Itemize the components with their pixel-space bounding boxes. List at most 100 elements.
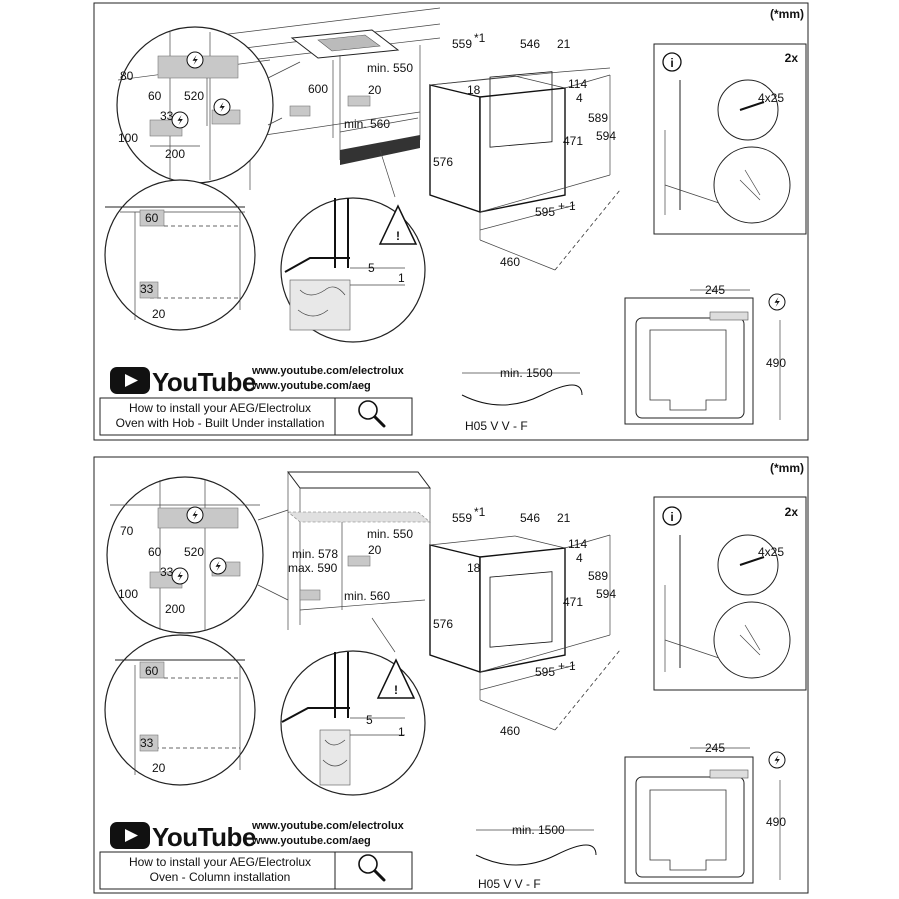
dim-200: 200 <box>165 147 185 161</box>
dim-min578: min. 578 <box>292 547 338 561</box>
info-fixing-box: i 2x 4x25 <box>653 496 807 691</box>
oven-side-view: 245 490 <box>624 283 786 425</box>
detail-circle-cabinet: 80 60 520 33 100 200 <box>116 26 301 184</box>
dim-520: 520 <box>184 545 204 559</box>
dim-w21: 21 <box>557 37 571 51</box>
dim-min550: min. 550 <box>367 61 413 75</box>
detail-dim-33: 33 <box>140 282 154 296</box>
svg-text:*1: *1 <box>474 31 486 45</box>
screw-label: 4x25 <box>758 91 784 105</box>
dim-490: 490 <box>766 356 786 370</box>
dim-w546: 546 <box>520 37 540 51</box>
dim-490: 490 <box>766 815 786 829</box>
detail-dim-60: 60 <box>145 211 159 225</box>
dim-33: 33 <box>160 565 174 579</box>
howto-box <box>99 397 413 436</box>
dim-w21: 21 <box>557 511 571 525</box>
dim-h576: 576 <box>433 155 453 169</box>
dim-h589: 589 <box>588 111 608 125</box>
dim-245: 245 <box>705 283 725 297</box>
howto-line1: How to install your AEG/Electrolux <box>129 401 311 415</box>
dim-w559: 559 <box>452 511 472 525</box>
dim-min560: min. 560 <box>344 117 390 131</box>
dim-80: 80 <box>120 69 134 83</box>
dim-5: 5 <box>366 713 373 727</box>
cable-min-length: min. 1500 <box>500 366 553 380</box>
dim-520: 520 <box>184 89 204 103</box>
column-cabinet-sketch: min. 550 min. 578 max. 590 20 min. 560 <box>287 471 431 630</box>
oven-dimensions: 559 *1 546 21 114 18 4 589 594 471 576 5… <box>429 505 621 738</box>
detail-circle-cabinet: 70 60 520 33 100 200 <box>106 476 289 634</box>
dim-w546: 546 <box>520 511 540 525</box>
dim-h594: 594 <box>596 129 616 143</box>
youtube-logo-icon[interactable] <box>110 822 150 849</box>
panel-column: (*mm) min. 550 min. 578 max. 590 20 min.… <box>93 456 809 894</box>
svg-text:*1: *1 <box>474 505 486 519</box>
dim-20: 20 <box>368 543 382 557</box>
dim-d460: 460 <box>500 255 520 269</box>
youtube-url-aeg[interactable]: www.youtube.com/aeg <box>251 835 371 847</box>
dim-w559: 559 <box>452 37 472 51</box>
dim-5: 5 <box>368 261 375 275</box>
cable-type: H05 V V - F <box>478 877 541 891</box>
qty-label: 2x <box>785 505 799 519</box>
howto-box <box>99 851 413 890</box>
dim-h589: 589 <box>588 569 608 583</box>
youtube-wordmark: YouTube <box>152 367 256 397</box>
detail-dim-20: 20 <box>152 307 166 321</box>
youtube-url-aeg[interactable]: www.youtube.com/aeg <box>251 380 371 392</box>
dim-min550: min. 550 <box>367 527 413 541</box>
unit-note: (*mm) <box>770 461 804 475</box>
dim-d460: 460 <box>500 724 520 738</box>
dim-h4: 4 <box>576 551 583 565</box>
dim-1: 1 <box>398 725 405 739</box>
dim-33: 33 <box>160 109 174 123</box>
cable-spec: min. 1500 H05 V V - F <box>461 366 583 433</box>
dim-min560: min. 560 <box>344 589 390 603</box>
dim-max590: max. 590 <box>288 561 338 575</box>
svg-text:i: i <box>670 510 673 524</box>
detail-circle-edge: ! 5 1 <box>280 149 426 343</box>
dim-w595: 595 <box>535 205 555 219</box>
dim-h576: 576 <box>433 617 453 631</box>
howto-line2: Oven with Hob - Built Under installation <box>116 416 325 430</box>
qty-label: 2x <box>785 51 799 65</box>
youtube-wordmark: YouTube <box>152 822 256 852</box>
dim-100: 100 <box>118 587 138 601</box>
dim-h18: 18 <box>467 561 481 575</box>
dim-60: 60 <box>148 545 162 559</box>
warning-icon <box>378 204 418 245</box>
detail-circle-side: 60 33 20 <box>104 179 256 331</box>
dim-h471: 471 <box>563 595 583 609</box>
youtube-block[interactable]: YouTube www.youtube.com/electrolux www.y… <box>99 365 413 436</box>
youtube-url-electrolux[interactable]: www.youtube.com/electrolux <box>251 365 405 377</box>
svg-text:+-1: +-1 <box>558 659 576 673</box>
youtube-url-electrolux[interactable]: www.youtube.com/electrolux <box>251 820 405 832</box>
info-fixing-box: i 2x 4x25 <box>653 43 807 235</box>
svg-text:!: ! <box>394 683 398 697</box>
youtube-logo-icon[interactable] <box>110 367 150 394</box>
detail-circle-side: 60 33 20 <box>104 634 256 786</box>
youtube-block[interactable]: YouTube www.youtube.com/electrolux www.y… <box>99 820 413 890</box>
dim-w595: 595 <box>535 665 555 679</box>
dim-h4: 4 <box>576 91 583 105</box>
dim-h114: 114 <box>568 77 587 91</box>
dim-60: 60 <box>148 89 162 103</box>
panel-frame <box>93 456 809 894</box>
warning-icon <box>376 658 416 699</box>
cable-type: H05 V V - F <box>465 419 528 433</box>
screw-label: 4x25 <box>758 545 784 559</box>
panel-built-under: (*mm) min. 550 600 20 min. 560 <box>93 2 809 441</box>
svg-text:!: ! <box>396 229 400 243</box>
info-icon <box>662 506 682 526</box>
dim-h18: 18 <box>467 83 481 97</box>
cable-spec: min. 1500 H05 V V - F <box>475 823 597 891</box>
panel-frame <box>93 2 809 441</box>
detail-dim-20: 20 <box>152 761 166 775</box>
dim-100: 100 <box>118 131 138 145</box>
dim-70: 70 <box>120 524 134 538</box>
dim-200: 200 <box>165 602 185 616</box>
unit-note: (*mm) <box>770 7 804 21</box>
svg-text:i: i <box>670 56 673 70</box>
dim-h594: 594 <box>596 587 616 601</box>
